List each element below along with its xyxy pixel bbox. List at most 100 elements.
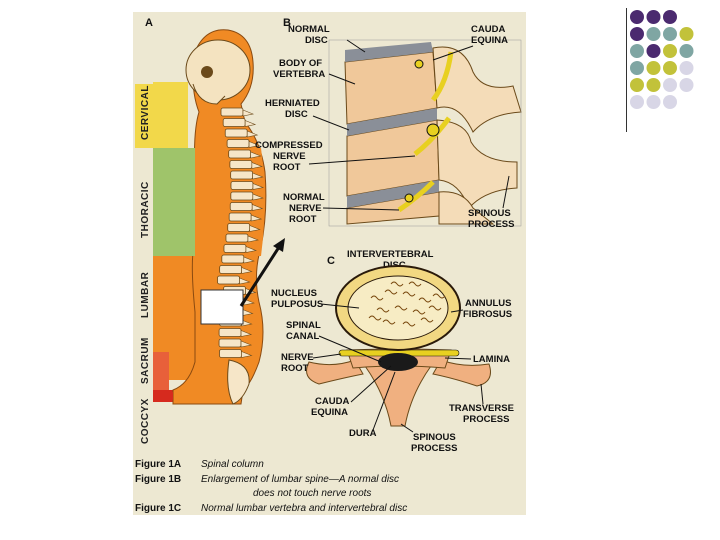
caption-1a-text: Spinal column <box>201 459 264 470</box>
decor-dot <box>630 27 644 41</box>
label-compressed-2: NERVE <box>273 151 306 162</box>
decor-dot <box>630 61 644 75</box>
label-spinous-c-1: SPINOUS <box>413 432 456 443</box>
caption-1b-text-2: does not touch nerve roots <box>253 488 371 499</box>
label-transverse-1: TRANSVERSE <box>449 403 514 414</box>
label-cauda-c-2: EQUINA <box>311 407 348 418</box>
label-spinous-1: SPINOUS <box>468 208 511 219</box>
vertebra <box>230 161 252 169</box>
spine-diagram: CERVICAL THORACIC LUMBAR SACRUM COCCYX A… <box>133 12 526 515</box>
divider-line <box>626 8 627 132</box>
pointer-arrowhead <box>273 238 285 252</box>
region-label-cervical: CERVICAL <box>140 85 151 140</box>
vertebra <box>231 192 253 200</box>
vertebra <box>222 255 244 263</box>
vertebra <box>231 182 253 190</box>
vertebra <box>225 129 247 137</box>
label-nerve-2: ROOT <box>281 363 309 374</box>
skull-eye <box>201 66 213 78</box>
decor-dot <box>647 61 661 75</box>
spine-anatomy-figure: CERVICAL THORACIC LUMBAR SACRUM COCCYX A… <box>133 12 526 515</box>
cervical-region <box>153 82 188 148</box>
spinal-canal-shape <box>378 353 418 371</box>
nerve-ganglion-2 <box>427 124 439 136</box>
decor-dot <box>630 78 644 92</box>
vertebra <box>229 213 251 221</box>
thoracic-shade <box>153 148 195 256</box>
decor-dot <box>663 61 677 75</box>
vertebra <box>224 245 246 253</box>
caption-1a-label: Figure 1A <box>135 459 181 470</box>
label-compressed-1: COMPRESSED <box>255 140 323 151</box>
decor-dot <box>680 61 694 75</box>
nerve-ganglion-3 <box>405 194 413 202</box>
vertebra <box>219 350 241 358</box>
decor-dot <box>630 95 644 109</box>
caption-1c-label: Figure 1C <box>135 503 181 514</box>
nerve-ganglion-1 <box>415 60 423 68</box>
vertebra <box>229 150 251 158</box>
label-cauda-2: EQUINA <box>471 35 508 46</box>
decor-dot <box>680 44 694 58</box>
label-nerve-1: NERVE <box>281 352 314 363</box>
caption-1c-text: Normal lumbar vertebra and intervertebra… <box>201 503 407 514</box>
decor-dot <box>663 44 677 58</box>
label-body-1: BODY OF <box>279 58 322 69</box>
vertebra <box>218 276 240 284</box>
panel-letter-a: A <box>145 17 153 29</box>
region-label-sacrum: SACRUM <box>140 337 151 384</box>
label-spinal-1: SPINAL <box>286 320 321 331</box>
vertebra <box>230 203 252 211</box>
label-spinal-2: CANAL <box>286 331 319 342</box>
vertebra <box>227 140 249 148</box>
label-body-2: VERTEBRA <box>273 69 325 80</box>
label-dura: DURA <box>349 428 377 439</box>
region-label-lumbar: LUMBAR <box>140 271 151 318</box>
vertebra-process <box>243 110 253 116</box>
panel-letter-c: C <box>327 255 335 267</box>
label-cauda-1: CAUDA <box>471 24 505 35</box>
label-herniated-2: DISC <box>285 109 308 120</box>
label-nucleus-2: PULPOSUS <box>271 299 323 310</box>
label-herniated-1: HERNIATED <box>265 98 320 109</box>
label-normal-nerve-2: NERVE <box>289 203 322 214</box>
vertebra <box>219 329 241 337</box>
decor-dot <box>630 44 644 58</box>
decor-dot <box>630 10 644 24</box>
label-intervertebral-1: INTERVERTEBRAL <box>347 249 434 260</box>
label-annulus-2: FIBROSUS <box>463 309 512 320</box>
lumbar-highlight-box <box>201 290 243 324</box>
label-normal-disc-1: NORMAL <box>288 24 330 35</box>
vertebra <box>231 171 253 179</box>
label-lamina: LAMINA <box>473 354 510 365</box>
vertebra <box>219 339 241 347</box>
decor-dot <box>663 95 677 109</box>
vertebra <box>220 266 242 274</box>
vertebra <box>228 224 250 232</box>
caption-1b-label: Figure 1B <box>135 474 181 485</box>
decor-dot <box>647 44 661 58</box>
vertebra-process <box>245 121 255 127</box>
decor-dot <box>680 27 694 41</box>
decor-dot <box>647 27 661 41</box>
decor-dot <box>647 78 661 92</box>
region-label-coccyx: COCCYX <box>140 398 151 444</box>
label-cauda-c-1: CAUDA <box>315 396 349 407</box>
spinous-process-shape <box>365 366 431 426</box>
decor-dot <box>663 10 677 24</box>
decor-dot <box>663 27 677 41</box>
label-normal-nerve-1: NORMAL <box>283 192 325 203</box>
label-spinous-c-2: PROCESS <box>411 443 457 454</box>
region-label-thoracic: THORACIC <box>140 181 151 238</box>
label-normal-nerve-3: ROOT <box>289 214 317 225</box>
decor-dot <box>680 78 694 92</box>
sacrum-region <box>153 352 169 390</box>
label-transverse-2: PROCESS <box>463 414 509 425</box>
label-annulus-1: ANNULUS <box>465 298 511 309</box>
vertebra <box>221 108 243 116</box>
decor-dot <box>663 78 677 92</box>
label-normal-disc-2: DISC <box>305 35 328 46</box>
vertebra <box>223 119 245 127</box>
decor-dot <box>647 10 661 24</box>
vertebra <box>226 234 248 242</box>
